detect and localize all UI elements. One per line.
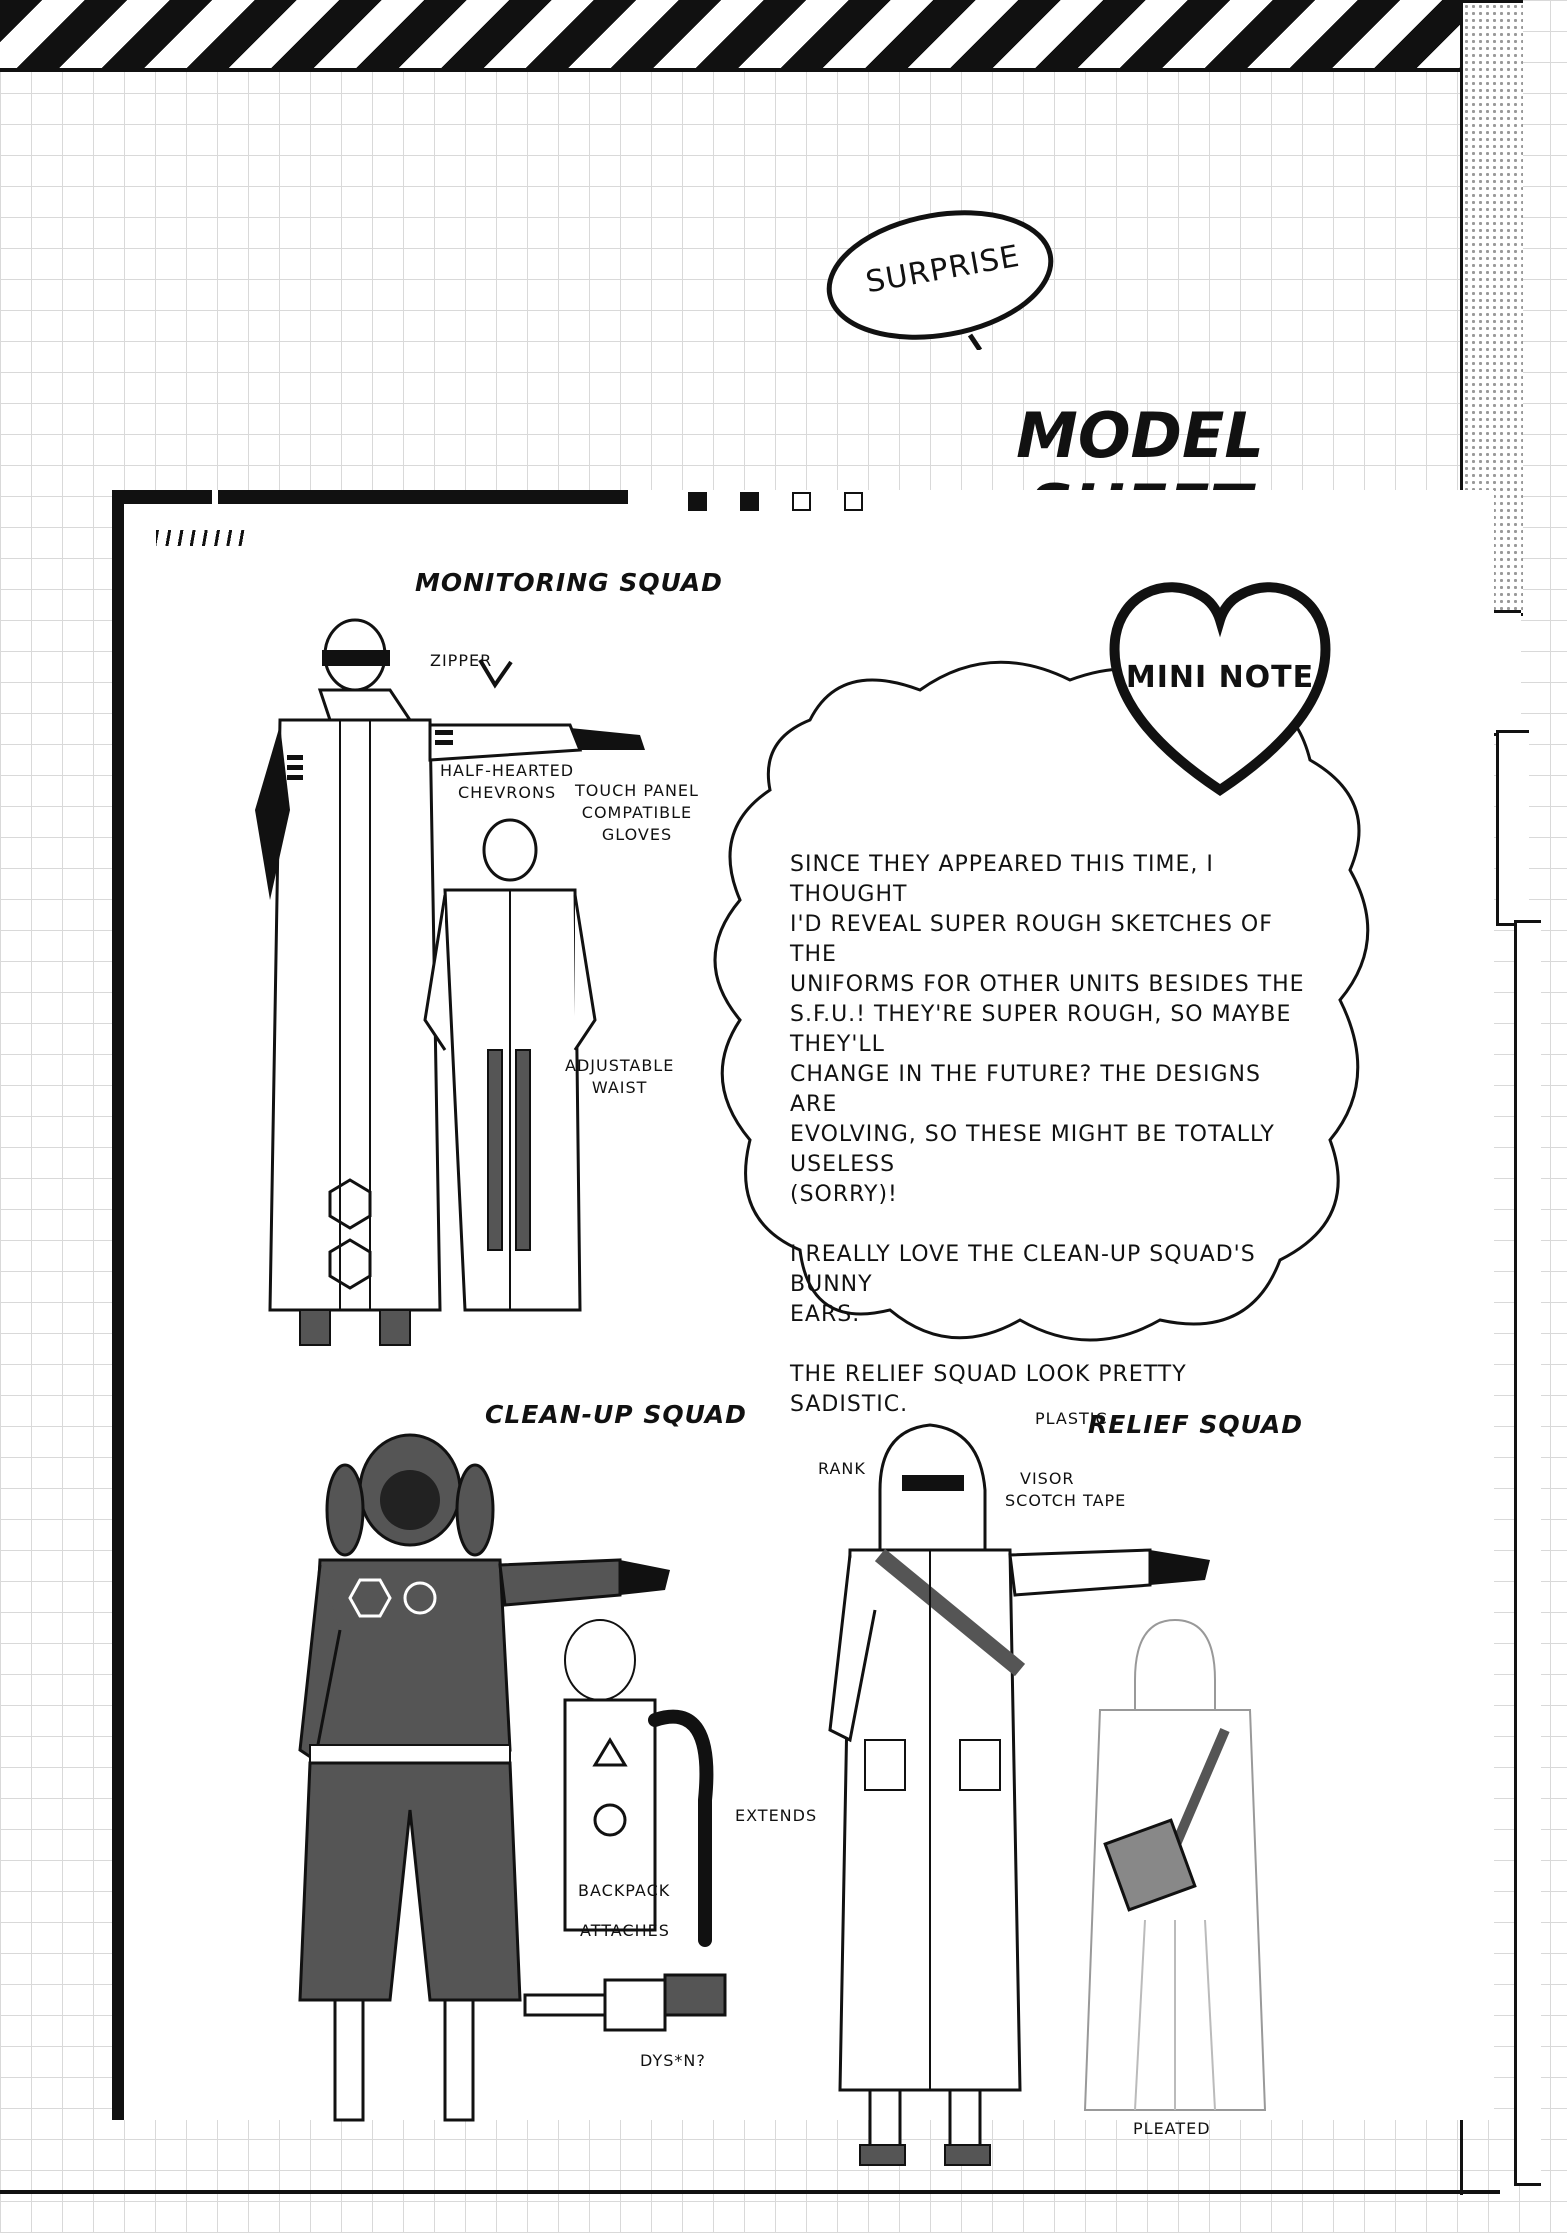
label-plastic: PLASTIC (1035, 1409, 1108, 1428)
note-paragraph-1: SINCE THEY APPEARED THIS TIME, I THOUGHT… (790, 852, 1305, 1207)
label-waist: ADJUSTABLE WAIST (565, 1056, 675, 1097)
label-chevrons: HALF-HEARTED CHEVRONS (440, 761, 575, 802)
side-tab-4 (1514, 920, 1541, 2186)
relief-squad-front-figure (820, 1410, 1220, 2170)
panel-top-bar (112, 490, 212, 504)
label-rank: RANK (818, 1459, 866, 1478)
relief-squad-back-figure (1075, 1618, 1275, 2120)
progress-square-empty-1 (792, 492, 811, 511)
title-line-1: MODEL (1016, 399, 1264, 472)
mini-note-cloud: SINCE THEY APPEARED THIS TIME, I THOUGHT… (690, 640, 1390, 1417)
cleanup-backpack-drawing (545, 1619, 725, 1950)
cleanup-squad-figure (298, 1430, 680, 2130)
monitoring-squad-front-figure (240, 610, 660, 1350)
note-paragraph-3: THE RELIEF SQUAD LOOK PRETTY SADISTIC. (790, 1362, 1187, 1417)
top-hazard-stripes (0, 0, 1500, 72)
label-zipper: ZIPPER (430, 651, 493, 670)
bottom-frame-line (0, 2190, 1500, 2194)
side-tab-3 (1496, 730, 1529, 926)
label-visor: VISOR (1020, 1469, 1075, 1488)
label-scotch-tape: SCOTCH TAPE (1005, 1491, 1127, 1510)
tick-marks-decoration (156, 530, 246, 546)
label-dyson: DYS*N? (640, 2051, 706, 2070)
progress-square-filled-1 (688, 492, 707, 511)
section-cleanup-squad: CLEAN-UP SQUAD (485, 1400, 747, 1429)
label-attaches: ATTACHES (580, 1921, 670, 1940)
panel-top-bar-2 (218, 490, 628, 504)
progress-square-filled-2 (740, 492, 759, 511)
section-relief-squad: RELIEF SQUAD (1088, 1410, 1303, 1439)
note-paragraph-2: I REALLY LOVE THE CLEAN-UP SQUAD'S BUNNY… (790, 1242, 1256, 1327)
monitoring-squad-back-figure (420, 818, 600, 1320)
vacuum-nozzle-drawing (523, 1965, 735, 2045)
heart-doodle-icon (475, 650, 515, 710)
label-backpack: BACKPACK (578, 1881, 671, 1900)
label-extends: EXTENDS (735, 1806, 818, 1825)
label-pleated: PLEATED (1133, 2119, 1211, 2138)
mini-note-heart: MINI NOTE (1105, 570, 1335, 800)
surprise-bubble: SURPRISE (820, 200, 1060, 350)
progress-square-empty-2 (844, 492, 863, 511)
mini-note-body: SINCE THEY APPEARED THIS TIME, I THOUGHT… (790, 850, 1310, 1450)
label-gloves: TOUCH PANEL COMPATIBLE GLOVES (575, 781, 699, 844)
section-monitoring-squad: MONITORING SQUAD (415, 568, 723, 597)
mini-note-heading: MINI NOTE (1125, 660, 1315, 695)
